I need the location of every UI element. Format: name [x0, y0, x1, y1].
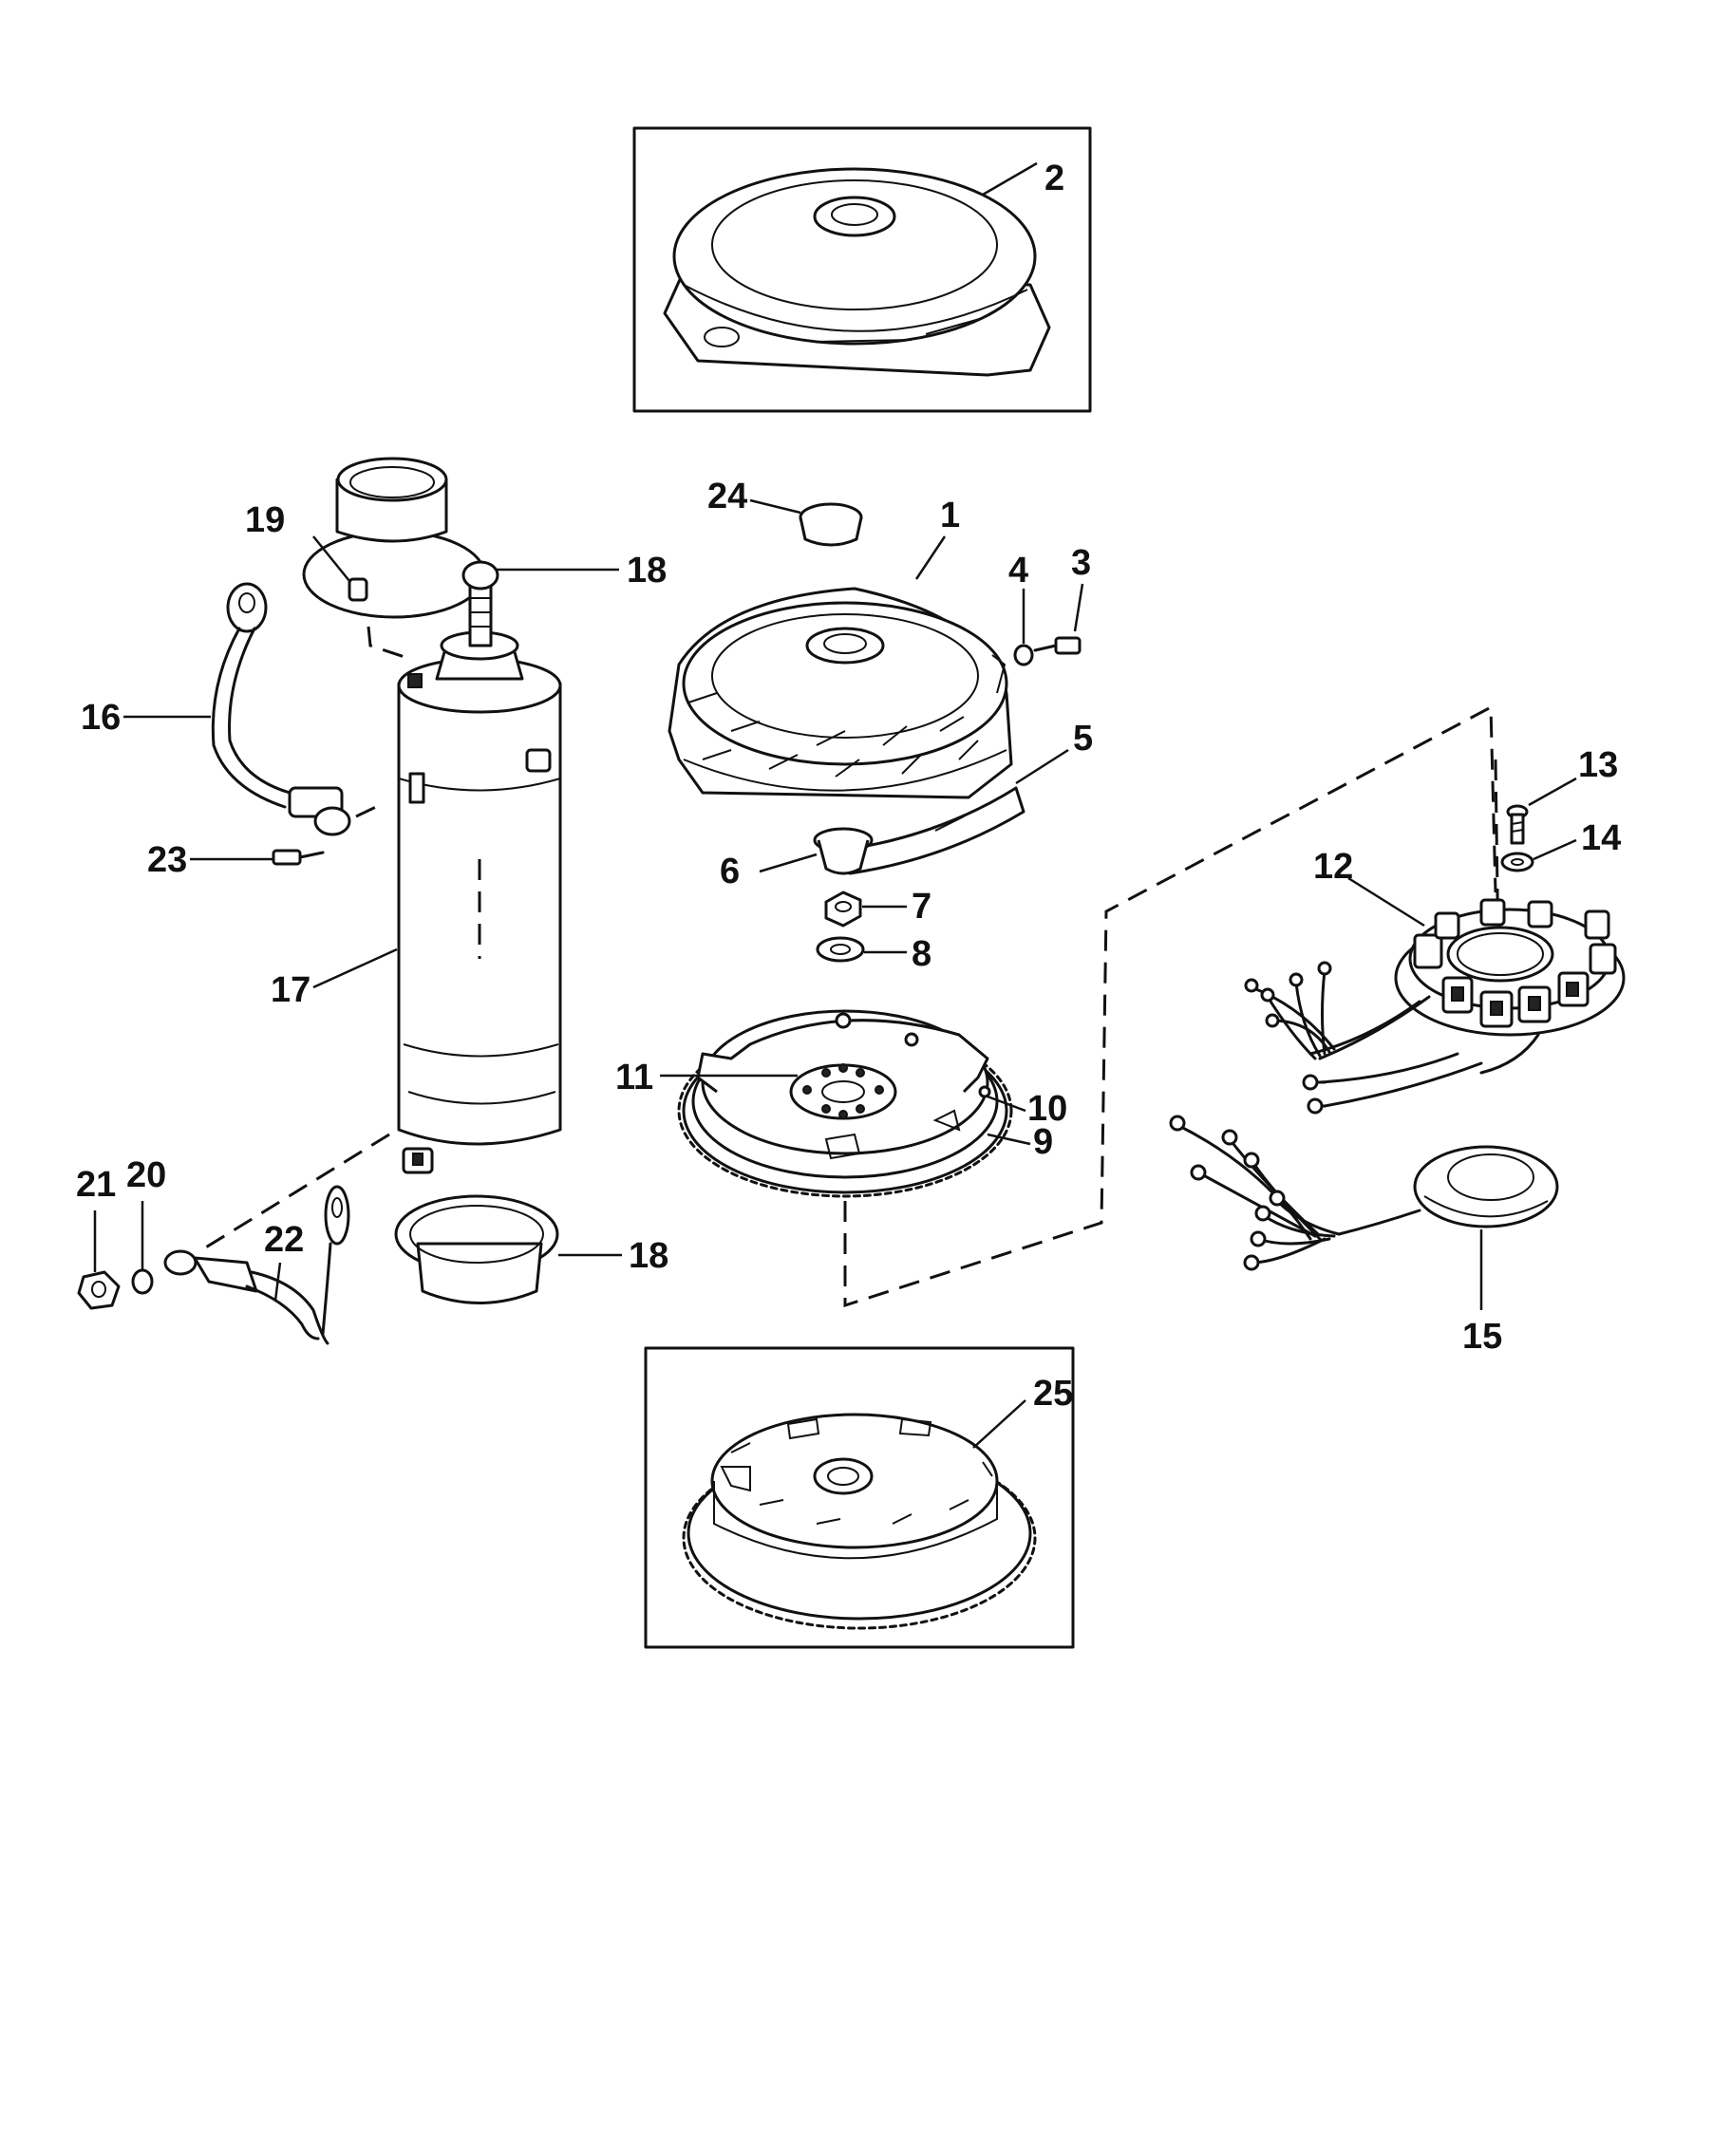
stator-washer	[1500, 852, 1534, 872]
callout-18-top: 18	[627, 551, 667, 591]
flywheel-cover-alt-illustration	[663, 167, 1051, 377]
callout-23: 23	[147, 840, 187, 880]
flywheel-hub	[789, 1063, 897, 1120]
callout-19: 19	[245, 500, 285, 540]
callout-18-bottom: 18	[629, 1236, 668, 1276]
callout-11: 11	[615, 1058, 653, 1097]
callout-8: 8	[912, 934, 931, 974]
lock-washer	[131, 1268, 154, 1295]
trigger	[1169, 1115, 1559, 1271]
callout-4: 4	[1008, 551, 1028, 591]
starter-sleeve-bottom	[394, 1194, 559, 1304]
cover-screw	[1033, 636, 1082, 655]
cable-screw	[272, 849, 325, 866]
callout-7: 7	[912, 887, 931, 927]
callout-21: 21	[76, 1165, 116, 1205]
callout-13: 13	[1578, 745, 1618, 785]
stator-wiring	[1244, 961, 1540, 1115]
callout-2: 2	[1044, 159, 1064, 198]
starter-motor	[397, 560, 562, 1174]
callout-6: 6	[720, 852, 740, 891]
callout-17: 17	[271, 970, 310, 1010]
starter-positive-cable	[211, 582, 351, 836]
callout-5: 5	[1073, 719, 1093, 759]
callout-14: 14	[1581, 818, 1621, 858]
callout-15: 15	[1462, 1317, 1502, 1357]
callout-25: 25	[1033, 1374, 1073, 1414]
cover-band	[843, 786, 1025, 875]
flywheel-nut	[824, 891, 862, 928]
hex-nut	[77, 1270, 121, 1310]
stator	[1394, 898, 1626, 1037]
callout-3: 3	[1071, 543, 1091, 583]
callout-22: 22	[264, 1220, 304, 1260]
washer-4	[1013, 644, 1034, 666]
flywheel-cap	[799, 502, 863, 547]
callout-24: 24	[707, 477, 747, 516]
callout-10: 10	[1027, 1089, 1067, 1129]
flywheel-alt-illustration	[682, 1413, 1037, 1630]
inset-box-flywheel-cover: 2	[632, 126, 1092, 413]
callout-16: 16	[81, 698, 121, 738]
callout-20: 20	[126, 1155, 166, 1195]
callout-1: 1	[940, 496, 960, 535]
stator-screw	[1506, 804, 1529, 845]
flywheel-cover	[668, 587, 1013, 799]
flywheel-sleeve	[813, 827, 874, 875]
callout-9: 9	[1033, 1122, 1053, 1162]
starter-sleeve-top	[302, 457, 486, 619]
flywheel-washer	[816, 936, 865, 963]
inset-box-flywheel-alt: 25	[644, 1346, 1075, 1649]
terminal-nut	[348, 577, 368, 602]
callout-12: 12	[1313, 847, 1353, 887]
magnet-retainer	[978, 1085, 991, 1098]
starter-negative-cable	[163, 1185, 350, 1345]
